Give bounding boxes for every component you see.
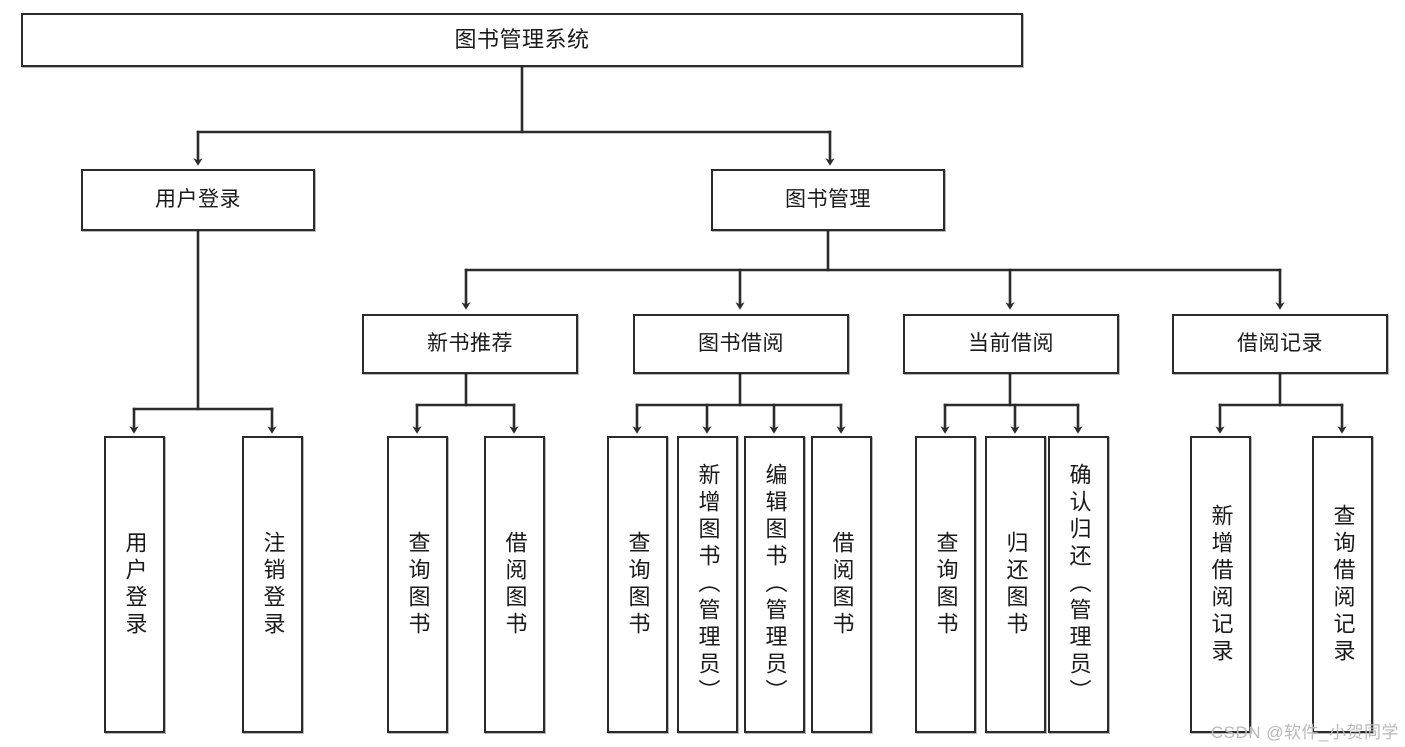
node-borrow-records-label: 借阅记录 [1237,331,1323,355]
leaf-add-borrow-record-label: 新增借阅记录 [1208,503,1234,666]
edge-group-root [193,65,835,166]
edge-group-user-login [129,229,277,434]
leaf-query-borrow-record-label: 查询借阅记录 [1330,503,1356,666]
leaf-confirm-return-admin[interactable]: 确认归还（管理员） [1048,436,1109,733]
node-root[interactable]: 图书管理系统 [21,13,1023,67]
leaf-return-book-label: 归还图书 [1003,530,1029,639]
leaf-return-book[interactable]: 归还图书 [985,436,1046,733]
leaf-logout[interactable]: 注销登录 [242,436,303,733]
node-book-borrow[interactable]: 图书借阅 [633,314,849,374]
leaf-logout-label: 注销登录 [260,530,286,639]
leaf-add-book-admin[interactable]: 新增图书（管理员） [677,436,738,733]
edge-group-borrow-records [1215,372,1347,434]
leaf-borrow-book-recommend-label: 借阅图书 [502,530,528,639]
edge-group-book-borrow [632,372,846,434]
leaf-borrow-book-recommend[interactable]: 借阅图书 [484,436,545,733]
leaf-edit-book-admin-label: 编辑图书（管理员） [762,463,788,706]
leaf-query-book-current[interactable]: 查询图书 [915,436,976,733]
leaf-query-borrow-record[interactable]: 查询借阅记录 [1312,436,1373,733]
leaf-query-book-recommend[interactable]: 查询图书 [387,436,448,733]
leaf-query-book-borrow-label: 查询图书 [625,530,651,639]
edge-group-book-management [461,229,1285,310]
csdn-watermark: CSDN @软件_小贺同学 [1210,723,1399,742]
edge-group-current-borrow [940,372,1083,434]
leaf-confirm-return-admin-label: 确认归还（管理员） [1066,463,1092,706]
leaf-query-book-current-label: 查询图书 [933,530,959,639]
leaf-add-borrow-record[interactable]: 新增借阅记录 [1190,436,1251,733]
leaf-borrow-book-label: 借阅图书 [829,530,855,639]
node-current-borrow[interactable]: 当前借阅 [903,314,1119,374]
leaf-user-login[interactable]: 用户登录 [104,436,165,733]
node-book-management-label: 图书管理 [785,187,871,211]
node-root-label: 图书管理系统 [454,27,590,53]
node-new-book-recommend[interactable]: 新书推荐 [362,314,578,374]
node-current-borrow-label: 当前借阅 [968,331,1054,355]
node-borrow-records[interactable]: 借阅记录 [1172,314,1388,374]
leaf-edit-book-admin[interactable]: 编辑图书（管理员） [744,436,805,733]
leaf-borrow-book[interactable]: 借阅图书 [811,436,872,733]
node-book-management[interactable]: 图书管理 [711,169,945,231]
leaf-add-book-admin-label: 新增图书（管理员） [695,463,721,706]
node-user-login[interactable]: 用户登录 [81,169,315,231]
edge-group-new-book-recommend [412,372,519,434]
node-user-login-label: 用户登录 [155,187,241,211]
node-new-book-recommend-label: 新书推荐 [427,331,513,355]
leaf-query-book-borrow[interactable]: 查询图书 [607,436,668,733]
leaf-query-book-recommend-label: 查询图书 [405,530,431,639]
node-book-borrow-label: 图书借阅 [698,331,784,355]
leaf-user-login-label: 用户登录 [122,530,148,639]
